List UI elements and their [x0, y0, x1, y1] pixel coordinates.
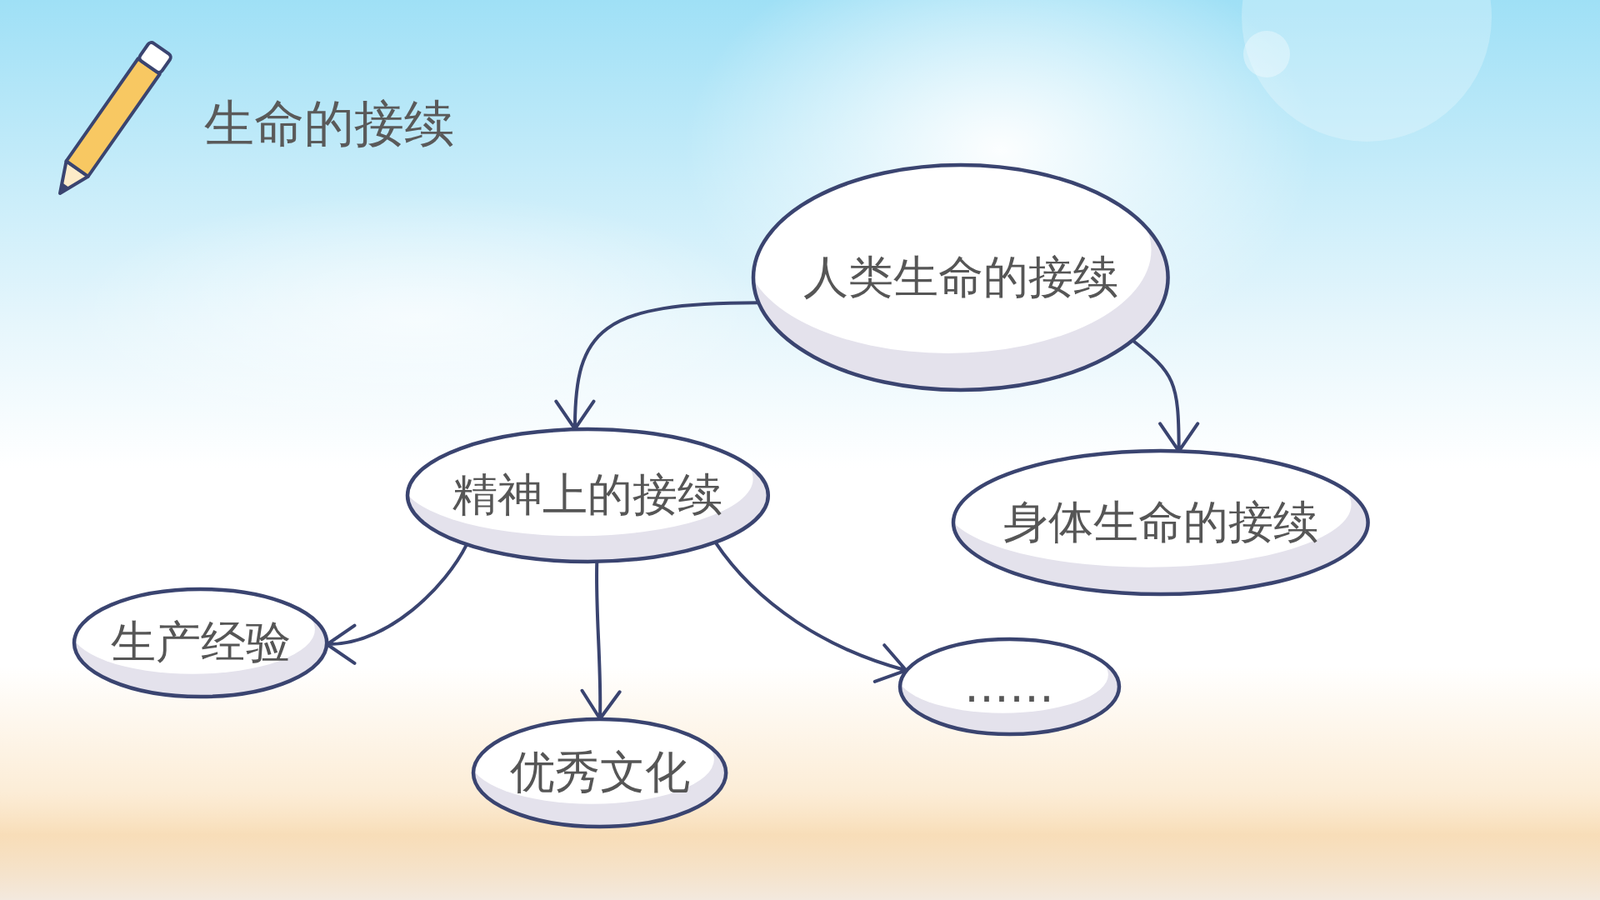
node-label: 精神上的接续 — [452, 469, 723, 521]
node-label: …… — [964, 660, 1055, 713]
node-label: 优秀文化 — [510, 746, 690, 799]
slide-title: 生命的接续 — [204, 93, 455, 154]
pencil-icon — [49, 40, 173, 201]
node-label: 身体生命的接续 — [1003, 496, 1319, 549]
ellipse-node: 优秀文化 — [470, 716, 729, 830]
curved-arrow — [582, 560, 620, 719]
ellipse-node: 身体生命的接续 — [950, 448, 1371, 597]
ellipse-node: 生产经验 — [71, 586, 330, 700]
node-label: 生产经验 — [110, 616, 291, 669]
ellipse-node: 精神上的接续 — [405, 426, 771, 565]
curved-arrow — [715, 541, 906, 682]
ellipse-node: …… — [897, 636, 1122, 737]
curved-arrow — [1132, 340, 1198, 451]
ellipse-node: 人类生命的接续 — [750, 162, 1171, 393]
curved-arrow — [555, 302, 759, 429]
node-label: 人类生命的接续 — [803, 251, 1119, 304]
curved-arrow — [326, 544, 467, 664]
